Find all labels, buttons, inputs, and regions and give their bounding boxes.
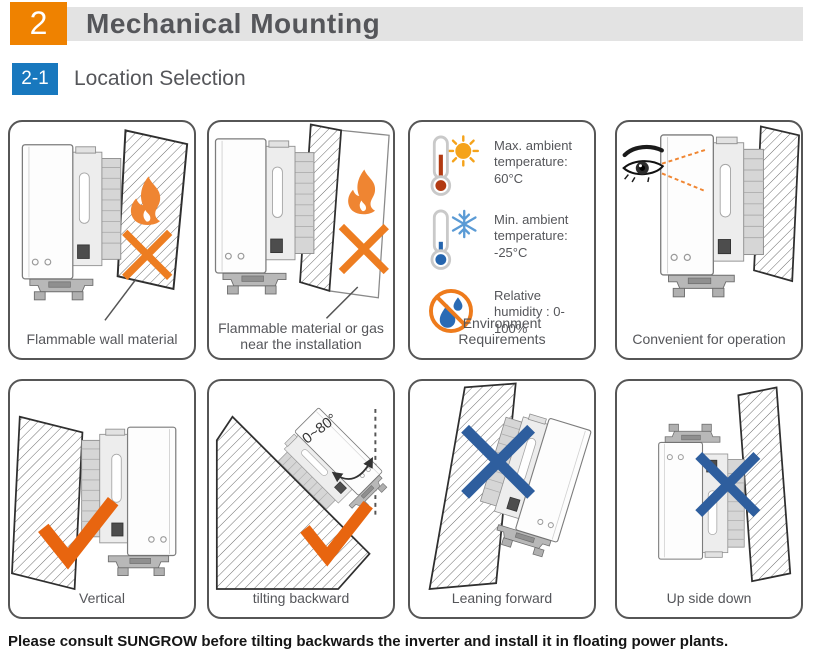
chapter-header-bar [10,7,803,41]
eye-icon [624,147,663,182]
panel-caption: Up side down [666,590,752,607]
panel-environment: Max. ambient temperature: 60°C Min. ambi… [408,120,596,360]
panel-caption: Flammable material or gas near the insta… [218,319,384,353]
panel-tilting-backward: 0~80° tilting backward [207,379,395,619]
panel-vertical: Vertical [8,379,196,619]
panel-caption: Flammable wall material [26,331,178,348]
panel-caption: tilting backward [252,590,350,607]
panel-upside-down: Up side down [615,379,803,619]
sight-line [661,149,706,165]
env-item-label: Max. ambient temperature: 60°C [494,138,573,186]
leader-line [325,286,359,319]
illustration-flammable-wall [21,129,189,321]
chapter-number-badge: 2 [10,2,67,45]
panel-caption: Convenient for operation [632,331,786,348]
panel-leaning-forward: Leaning forward [408,379,596,619]
panel-caption: Vertical [79,590,125,607]
section-title: Location Selection [74,67,246,90]
panel-caption: Leaning forward [451,590,553,607]
inverter-illustration [21,144,122,301]
env-item-label: Min. ambient temperature: -25°C [494,212,569,260]
footer-note: Please consult SUNGROW before tilting ba… [8,633,729,650]
leader-line [104,279,136,321]
env-item-humidity: Relative humidity : 0-100% [424,284,584,343]
hatched-wall [737,386,792,583]
env-item-label: Relative humidity : 0-100% [494,288,565,336]
illustration-leaning-forward [428,382,592,591]
illustration-upside-down [658,386,792,583]
env-item-max-temp: Max. ambient temperature: 60°C [424,134,584,201]
panel-caption: Environment Requirements [458,314,546,348]
illustration-flammable-material [214,123,393,319]
inverter-illustration [81,426,177,577]
thermometer-sun-icon [424,134,484,201]
thermometer-snowflake-icon [424,208,484,275]
panel-convenient-operation: Convenient for operation [615,120,803,360]
sight-line [661,172,706,192]
panel-flammable-wall: Flammable wall material [8,120,196,360]
env-item-min-temp: Min. ambient temperature: -25°C [424,208,584,275]
inverter-illustration [214,138,315,295]
humidity-prohibited-icon [424,284,484,343]
illustration-convenient-operation [617,125,800,298]
panel-flammable-material: Flammable material or gas near the insta… [207,120,395,360]
illustration-tilting-backward: 0~80° [215,407,393,590]
section-number-badge: 2-1 [12,63,58,95]
illustration-vertical [11,415,177,591]
angle-arrow [331,457,373,483]
page-title: Mechanical Mounting [86,8,381,39]
